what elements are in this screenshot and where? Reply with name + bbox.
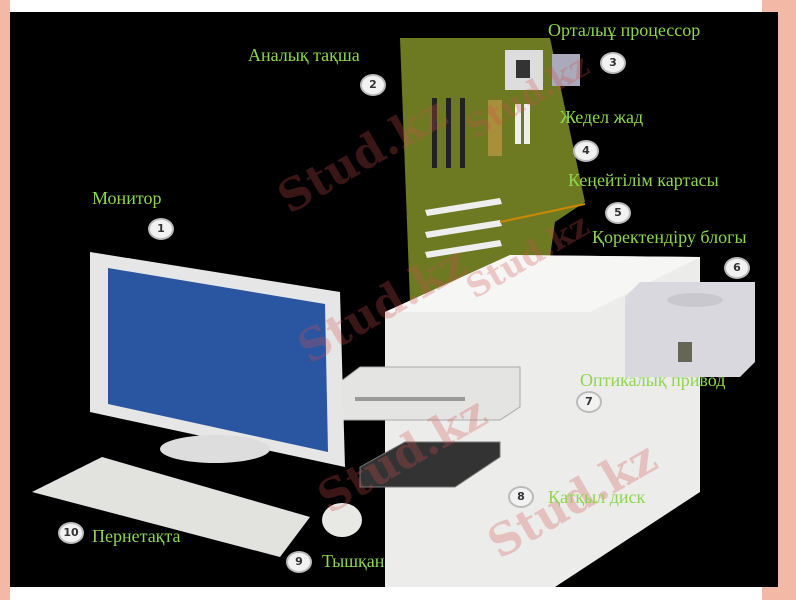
label-power-supply: Қоректендіру блогы xyxy=(592,227,747,247)
pci-slot xyxy=(446,98,451,168)
power-connector xyxy=(678,342,692,362)
badge-2: 2 xyxy=(360,74,386,96)
badge-5: 5 xyxy=(605,202,631,224)
badge-9: 9 xyxy=(286,551,312,573)
label-motherboard: Аналық тақша xyxy=(248,45,360,65)
label-ram: Жедел жад xyxy=(560,107,644,127)
badge-7: 7 xyxy=(576,391,602,413)
case-shape xyxy=(385,255,700,587)
cpu-chip xyxy=(552,54,580,86)
expansion-slot xyxy=(425,198,502,216)
label-optical-drive: Оптикалық привод xyxy=(580,370,726,390)
ram-modules xyxy=(488,100,502,156)
cpu-socket-center xyxy=(516,60,530,78)
badge-4: 4 xyxy=(573,140,599,162)
badge-6: 6 xyxy=(724,257,750,279)
optical-drive-shape xyxy=(339,366,521,421)
left-border xyxy=(0,0,10,600)
computer-diagram: Stud.kz Stud.kz Stud.kz Stud.kz Stud.kz … xyxy=(10,12,778,587)
diagram-art xyxy=(32,38,755,587)
pci-slot xyxy=(460,98,465,168)
optical-drive-tray xyxy=(355,397,465,401)
badge-10: 10 xyxy=(58,522,84,544)
ram-slot xyxy=(515,104,521,144)
pci-slot xyxy=(432,98,437,168)
label-keyboard: Пернетақта xyxy=(92,526,181,546)
keyboard-shape xyxy=(32,457,310,557)
label-monitor: Монитор xyxy=(92,188,162,208)
expansion-card-line xyxy=(499,203,586,223)
monitor-screen xyxy=(108,268,328,452)
badge-3: 3 xyxy=(600,52,626,74)
hard-disk-shape xyxy=(359,441,501,488)
power-supply-shape xyxy=(625,282,755,377)
label-expansion-card: Кеңейтілім картасы xyxy=(568,170,719,190)
badge-1: 1 xyxy=(148,218,174,240)
expansion-slot xyxy=(425,220,502,238)
label-mouse: Тышқан xyxy=(322,551,385,571)
monitor-stand xyxy=(160,435,270,463)
case-top xyxy=(385,255,700,312)
ram-slot xyxy=(524,104,530,144)
label-hard-disk: Қатқыл диск xyxy=(548,487,646,507)
mouse-shape xyxy=(322,503,362,537)
expansion-slot xyxy=(425,240,502,258)
label-cpu: Орталыұ процессор xyxy=(548,20,701,40)
badge-8: 8 xyxy=(508,486,534,508)
power-supply-fan xyxy=(667,293,723,307)
